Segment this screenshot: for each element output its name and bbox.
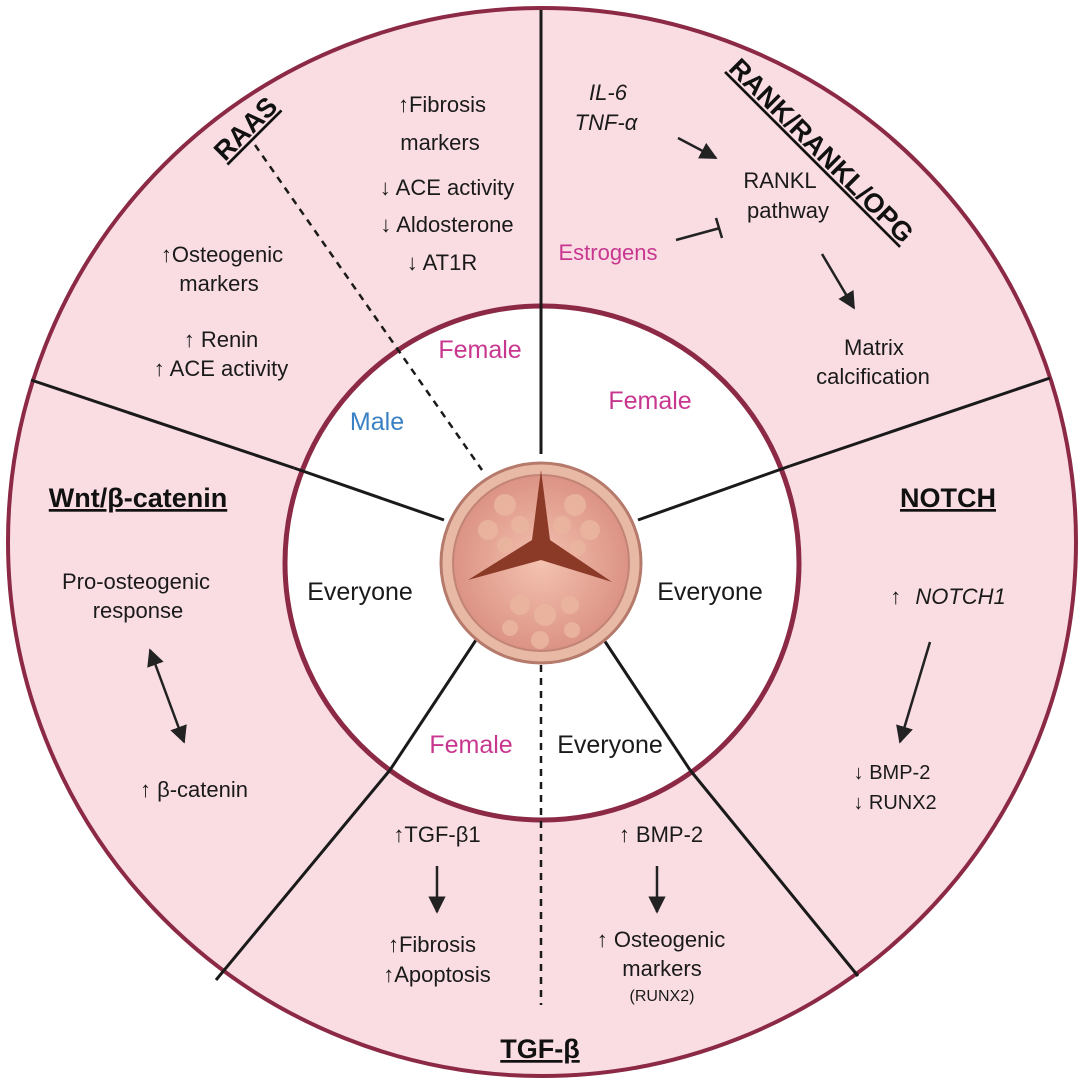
notch-down-2: ↓ RUNX2: [853, 792, 936, 814]
wnt-bidirectional-arrow: [147, 648, 187, 744]
rank-inhibition-bar: [714, 217, 724, 239]
raas-female-effect-5: ↓ AT1R: [407, 250, 478, 275]
raas-male-effect-4: ↑ ACE activity: [154, 356, 288, 381]
inner-label-female-tgf: Female: [429, 731, 512, 759]
raas-female-effect-2: markers: [400, 130, 479, 155]
tgf-everyone-out-2: markers: [622, 956, 701, 981]
notch-gene-line: ↑ NOTCH1: [890, 584, 1006, 609]
raas-male-effect-3: ↑ Renin: [184, 327, 259, 352]
raas-male-effect-1: ↑Osteogenic: [161, 242, 283, 267]
notch-gene: NOTCH1: [915, 584, 1005, 609]
inner-label-everyone-tgf: Everyone: [557, 731, 663, 759]
raas-male-effect-2: markers: [179, 271, 258, 296]
tgf-female-out-2: ↑Apoptosis: [383, 962, 491, 987]
notch-arrow: [896, 641, 932, 744]
inner-label-everyone-wnt: Everyone: [307, 578, 413, 606]
notch-title: NOTCH: [900, 483, 996, 513]
inner-label-female-raas: Female: [438, 336, 521, 364]
rank-cytokine-1: IL-6: [589, 80, 628, 105]
tgf-everyone-top: ↑ BMP-2: [619, 822, 703, 847]
aortic-valve-icon: [439, 461, 643, 665]
notch-up-arrow: ↑: [890, 584, 901, 609]
raas-female-effect-3: ↓ ACE activity: [380, 175, 514, 200]
inner-label-male-raas: Male: [350, 408, 404, 436]
raas-female-effect-1: ↑Fibrosis: [398, 92, 486, 117]
inner-label-female-rank: Female: [608, 387, 691, 415]
wnt-response-1: Pro-osteogenic: [62, 569, 210, 594]
rank-pathway-1: RANKL: [743, 168, 816, 193]
dashed-dividers: [253, 144, 543, 1005]
tgf-title: TGF-β: [500, 1034, 579, 1064]
notch-down-1: ↓ BMP-2: [854, 762, 931, 784]
rank-activation-arrow: [677, 136, 718, 160]
wnt-marker: ↑ β-catenin: [140, 777, 248, 802]
rank-outcome-2: calcification: [816, 364, 930, 389]
rank-calcification-arrow: [820, 253, 856, 310]
tgf-female-top: ↑TGF-β1: [393, 822, 480, 847]
rank-estrogens: Estrogens: [558, 240, 657, 265]
rank-outcome-1: Matrix: [844, 335, 904, 360]
inner-label-everyone-notch: Everyone: [657, 578, 763, 606]
wnt-response-2: response: [93, 598, 184, 623]
rank-pathway-2: pathway: [747, 198, 829, 223]
tgf-female-out-1: ↑Fibrosis: [388, 932, 476, 957]
rank-cytokine-2: TNF-α: [575, 110, 639, 135]
tgf-everyone-out-1: ↑ Osteogenic: [597, 927, 725, 952]
tgf-everyone-out-3: (RUNX2): [630, 988, 695, 1005]
sector-dividers: [30, 10, 1051, 981]
raas-female-effect-4: ↓ Aldosterone: [380, 212, 513, 237]
rank-inhibition-line: [675, 226, 721, 242]
wnt-title: Wnt/β-catenin: [49, 483, 227, 513]
